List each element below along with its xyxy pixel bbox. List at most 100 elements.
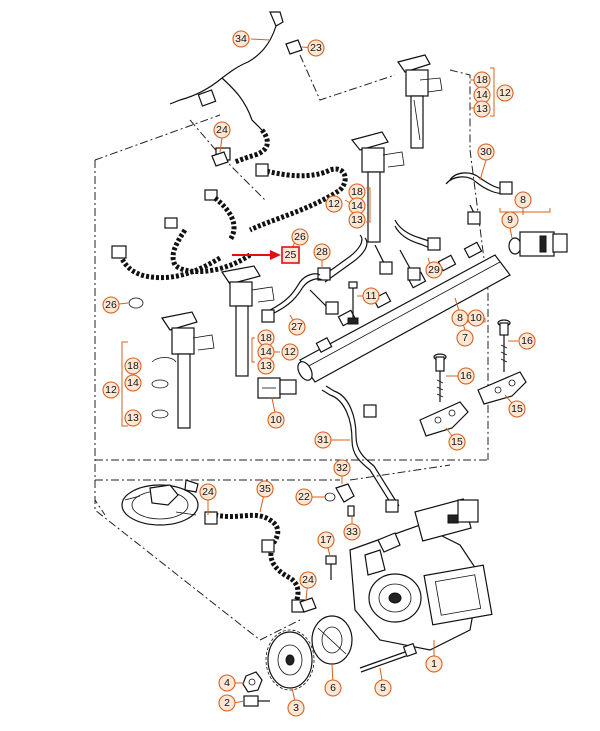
callout-8-top[interactable]: 8 [514,191,532,209]
callout-17[interactable]: 17 [317,531,335,549]
callout-12-mid[interactable]: 12 [325,195,343,213]
callout-29[interactable]: 29 [425,261,443,279]
callout-12-center[interactable]: 12 [281,343,299,361]
callout-26-top[interactable]: 26 [291,228,309,246]
pressure-sensor [257,377,297,399]
callout-11-top[interactable]: 11 [362,287,380,305]
high-pressure-line [321,385,400,513]
clip-24-lower [299,597,317,613]
callout-30[interactable]: 30 [477,143,495,161]
highlight-arrow [232,250,281,260]
label-13-left: 13 [127,412,139,424]
label-26-left: 26 [105,299,117,311]
callout-9[interactable]: 9 [501,211,519,229]
callout-13-mid[interactable]: 13 [348,211,366,229]
hub-6 [311,615,353,665]
bolt-17 [325,555,337,580]
label-13-mid: 13 [351,214,363,226]
callout-18-top[interactable]: 18 [473,71,491,89]
label-7: 7 [462,332,468,344]
label-14-mid: 14 [351,200,363,212]
label-33: 33 [346,526,358,538]
callout-25-highlighted[interactable]: 25 [281,246,300,264]
callout-16-center[interactable]: 16 [457,367,475,385]
label-18-left: 18 [127,360,139,372]
label-16-center: 16 [460,370,472,382]
label-8-rail: 8 [457,312,463,324]
clip-24-upper [211,151,229,167]
callout-14-top[interactable]: 14 [473,86,491,104]
bolt-16-center [433,353,447,402]
callout-7[interactable]: 7 [456,329,474,347]
label-16-right: 16 [521,335,533,347]
clip-23 [285,39,303,55]
callout-18-mid[interactable]: 18 [348,183,366,201]
label-10: 10 [470,312,482,324]
callout-27[interactable]: 27 [288,318,306,336]
bolt-2 [243,695,270,707]
callout-12-left[interactable]: 12 [102,381,120,399]
callout-13-top[interactable]: 13 [473,100,491,118]
rail-bolts [347,281,359,325]
injector-lines [261,172,513,323]
callout-15-right[interactable]: 15 [508,400,526,418]
nut-4 [242,671,263,693]
label-24-top: 24 [216,124,228,136]
label-12-top: 12 [499,87,511,99]
label-17: 17 [320,534,332,546]
callout-34[interactable]: 34 [232,30,250,48]
callout-14-left[interactable]: 14 [124,374,142,392]
injector-center [220,265,275,377]
label-10-sensor: 10 [270,414,282,426]
seal-set-left [128,297,177,419]
callout-3[interactable]: 3 [287,699,305,717]
clamp-right [477,371,527,405]
label-12-mid: 12 [328,198,340,210]
label-29: 29 [428,264,440,276]
label-13-center: 13 [260,360,272,372]
label-1: 1 [431,658,437,670]
label-2: 2 [224,697,230,709]
callout-33[interactable]: 33 [343,523,361,541]
callout-8-rail[interactable]: 8 [451,309,469,327]
callout-5[interactable]: 5 [374,679,392,697]
callout-13-left[interactable]: 13 [124,409,142,427]
callout-35[interactable]: 35 [256,480,274,498]
bolt-16-right [497,319,511,372]
callout-23[interactable]: 23 [307,39,325,57]
callout-22[interactable]: 22 [295,488,313,506]
label-35: 35 [259,483,271,495]
label-34: 34 [235,33,247,45]
callout-10-sensor[interactable]: 10 [267,411,285,429]
callout-24-lower[interactable]: 24 [299,571,317,589]
callout-31[interactable]: 31 [314,431,332,449]
label-18-center: 18 [260,332,272,344]
callout-2[interactable]: 2 [218,694,236,712]
callout-32[interactable]: 32 [333,459,351,477]
callout-28[interactable]: 28 [313,243,331,261]
lower-harness [204,511,305,613]
label-24-lower: 24 [302,574,314,586]
callout-24-top[interactable]: 24 [213,121,231,139]
callout-6[interactable]: 6 [324,679,342,697]
label-15-right: 15 [511,403,523,415]
callout-16-right[interactable]: 16 [518,332,536,350]
callout-13-center[interactable]: 13 [257,357,275,375]
callout-15-center[interactable]: 15 [448,433,466,451]
label-14-left: 14 [127,377,139,389]
callout-1[interactable]: 1 [425,655,443,673]
injector-top-right [397,54,443,149]
callout-4[interactable]: 4 [218,674,236,692]
callout-18-left[interactable]: 18 [124,357,142,375]
sprocket-3 [265,629,315,691]
label-26-top: 26 [294,231,306,243]
callout-26-left[interactable]: 26 [102,296,120,314]
callout-10[interactable]: 10 [467,309,485,327]
callout-12-top[interactable]: 12 [496,84,514,102]
upper-harness [111,11,348,281]
label-24-filter: 24 [202,486,214,498]
fuel-rail [297,241,511,383]
injector-mid-right [350,131,405,243]
callout-24-filter[interactable]: 24 [199,483,217,501]
